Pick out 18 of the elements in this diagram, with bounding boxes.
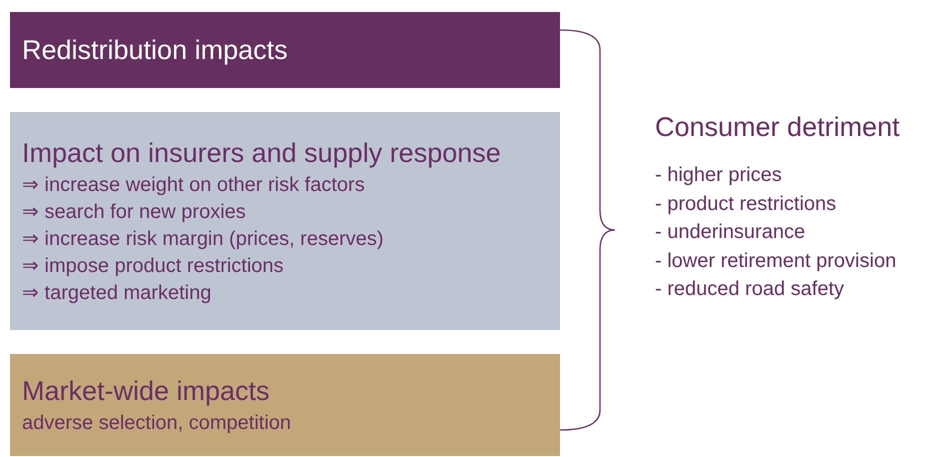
box-heading: Impact on insurers and supply response [22,136,502,170]
box-text: ⇒ increase risk margin (prices, reserves) [22,226,385,252]
category-box [10,12,560,88]
box-text: ⇒ increase weight on other risk factors [22,172,366,198]
category-box [10,112,560,330]
box-text: ⇒ targeted marketing [22,280,212,306]
box-text: adverse selection, competition [22,410,292,436]
category-box [10,354,560,456]
list-item: - lower retirement provision [655,250,896,272]
list-item: - reduced road safety [655,278,844,301]
box-heading: Redistribution impacts [22,34,289,67]
panel-heading: Consumer detriment [655,112,900,143]
list-item: - product restrictions [655,192,836,216]
box-text: ⇒ impose product restrictions [22,254,285,278]
list-item: - higher prices [655,164,782,187]
list-item: - underinsurance [655,221,806,244]
box-text: ⇒ search for new proxies [22,200,247,224]
box-heading: Market-wide impacts [22,374,271,408]
